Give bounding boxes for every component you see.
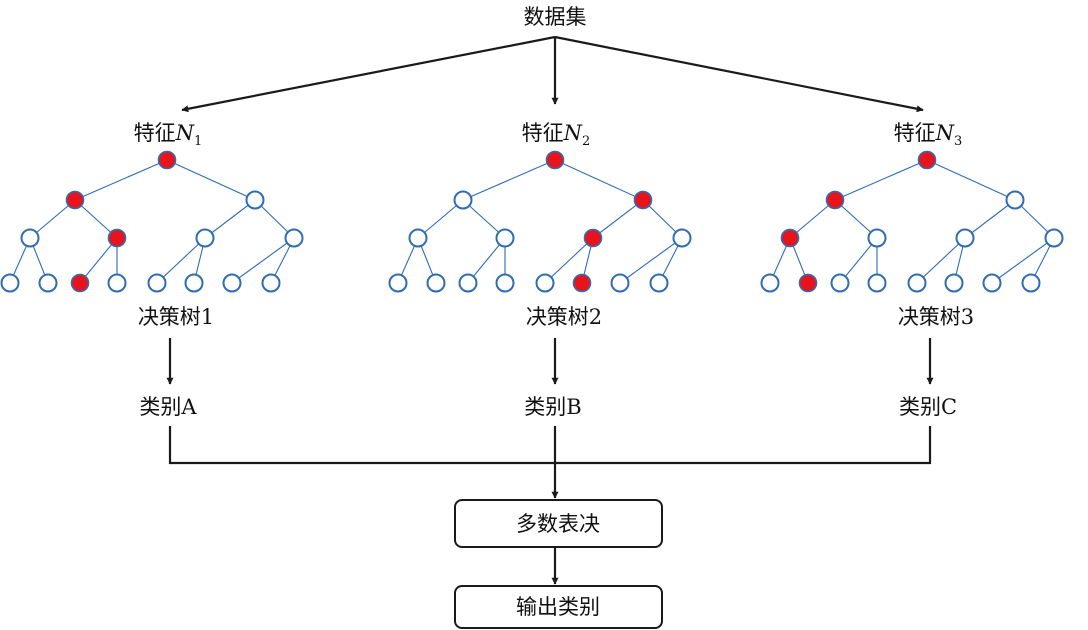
tree-node (944, 273, 964, 293)
tree-node (672, 228, 692, 248)
decision-tree-1: 特征N1 决策树1 类别A (0, 121, 304, 419)
tree-node (222, 273, 242, 293)
class-label-3: 类别C (899, 395, 957, 419)
tree-node-highlighted (107, 228, 127, 248)
tree-node-highlighted (70, 273, 90, 293)
tree-edge (554, 159, 644, 201)
tree-edge (839, 237, 878, 284)
tree-node-highlighted (798, 273, 818, 293)
vote-box (454, 499, 663, 548)
tree-node-highlighted (572, 273, 592, 293)
tree-node (495, 273, 515, 293)
tree-node-highlighted (65, 190, 85, 210)
tree-edge (592, 199, 644, 239)
tree-node (649, 273, 669, 293)
tree-node-highlighted (633, 190, 653, 210)
tree-edge (74, 159, 168, 201)
tree-node (284, 228, 304, 248)
tree-node (830, 273, 850, 293)
tree-node (426, 273, 446, 293)
tree-node-highlighted (157, 150, 177, 170)
feature-label-2: 特征N2 (522, 121, 591, 149)
tree-node (184, 273, 204, 293)
tree-node (982, 273, 1002, 293)
tree-node (20, 228, 40, 248)
tree-node-highlighted (545, 150, 565, 170)
tree-edge (467, 237, 506, 284)
class-label-1: 类别A (139, 395, 197, 419)
tree-node (610, 273, 630, 293)
tree-node (907, 273, 927, 293)
tree-edge (916, 237, 966, 284)
tree-node (867, 228, 887, 248)
tree-node (388, 273, 408, 293)
tree-edge (926, 159, 1016, 201)
tree-label-3: 决策树3 (898, 305, 974, 329)
trees-layer: 特征N1 决策树1 类别A 特征N2 决策树2 类别B 特征N3 决策树3 类别C (0, 121, 1064, 419)
tree-edge (462, 159, 556, 201)
tree-node-highlighted (583, 228, 603, 248)
tree-edge (166, 159, 256, 201)
class-combiner-line (168, 426, 932, 465)
arrow-to-feature-1 (181, 35, 556, 113)
decision-tree-2: 特征N2 决策树2 类别B (388, 121, 692, 419)
output-box (454, 585, 663, 629)
tree-node (1021, 273, 1041, 293)
tree-node (955, 228, 975, 248)
tree-edge (79, 237, 118, 284)
tree-node-highlighted (917, 150, 937, 170)
tree-node (867, 273, 887, 293)
feature-label-3: 特征N3 (894, 121, 963, 149)
tree-label-1: 决策树1 (138, 305, 214, 329)
tree-node-highlighted (780, 228, 800, 248)
vote-label: 多数表决 (516, 512, 600, 536)
tree-node (458, 273, 478, 293)
tree-edge (417, 199, 464, 239)
tree-edge (619, 237, 683, 284)
tree-node (38, 273, 58, 293)
feature-label-1: 特征N1 (134, 121, 203, 149)
tree-edge (834, 159, 928, 201)
tree-node (453, 190, 473, 210)
tree-node (1044, 228, 1064, 248)
decision-tree-3: 特征N3 决策树3 类别C (760, 121, 1064, 419)
tree-node (760, 273, 780, 293)
tree-edge (156, 237, 206, 284)
dataset-label: 数据集 (524, 5, 587, 29)
tree-node (195, 228, 215, 248)
class-label-2: 类别B (524, 395, 581, 419)
tree-edge (964, 199, 1016, 239)
tree-node (495, 228, 515, 248)
tree-edge (74, 199, 118, 239)
tree-node (0, 273, 20, 293)
tree-node (535, 273, 555, 293)
tree-edge (544, 237, 594, 284)
arrow-to-feature-3 (554, 35, 924, 113)
tree-node (147, 273, 167, 293)
tree-edge (231, 237, 295, 284)
tree-edge (204, 199, 256, 239)
tree-node (245, 190, 265, 210)
tree-node (408, 228, 428, 248)
tree-node (107, 273, 127, 293)
tree-node-highlighted (825, 190, 845, 210)
tree-node (261, 273, 281, 293)
tree-edge (789, 199, 836, 239)
tree-node (1005, 190, 1025, 210)
tree-edge (29, 199, 76, 239)
tree-label-2: 决策树2 (526, 305, 602, 329)
tree-edge (991, 237, 1055, 284)
output-label: 输出类别 (516, 595, 600, 619)
